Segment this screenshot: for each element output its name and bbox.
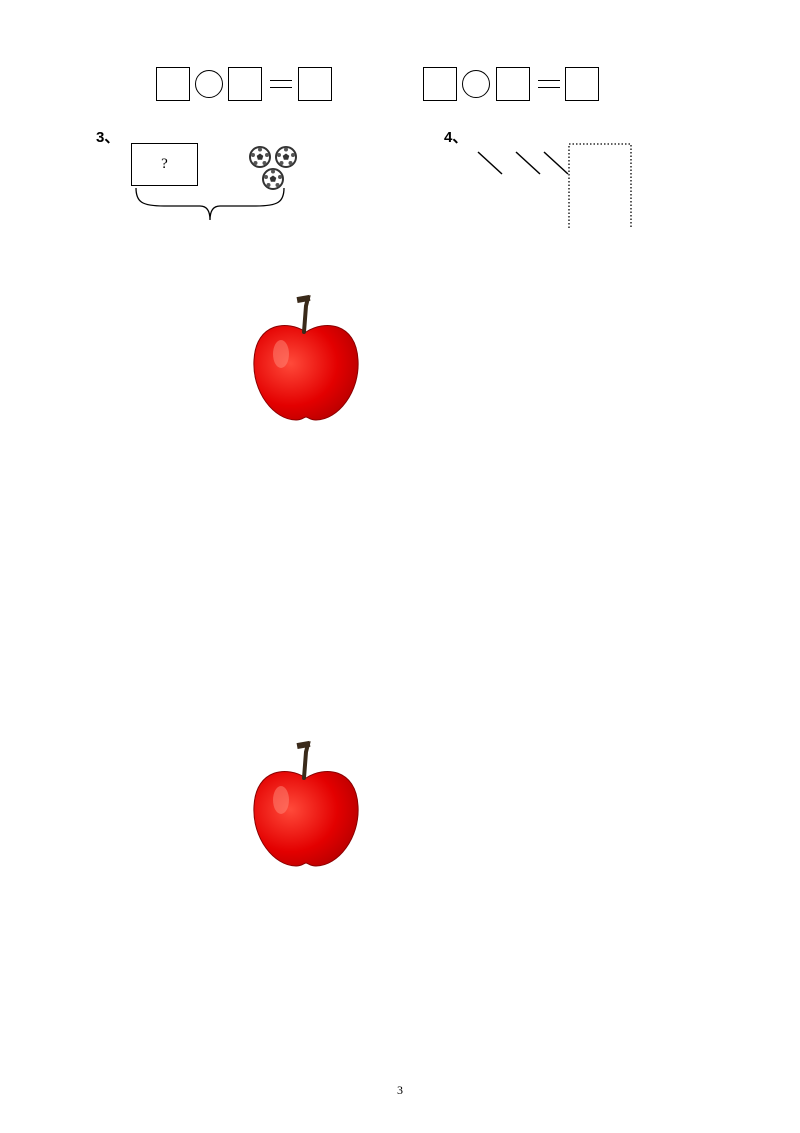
- answer-box-4[interactable]: [423, 67, 457, 101]
- question-mark: ?: [161, 156, 168, 172]
- stick-icon: [543, 151, 569, 175]
- operator-circle-2[interactable]: [462, 70, 490, 98]
- question-4-number: 4、: [444, 129, 468, 146]
- brace-icon: [135, 187, 285, 221]
- equals-sign-1: [270, 80, 292, 88]
- answer-box-5[interactable]: [496, 67, 530, 101]
- apple-icon: [253, 294, 359, 421]
- equals-sign-2: [538, 80, 560, 88]
- soccer-ball-icon: [275, 146, 297, 168]
- question-3-number: 3、: [96, 129, 120, 146]
- soccer-ball-icon: [249, 146, 271, 168]
- answer-box-2[interactable]: [228, 67, 262, 101]
- answer-box-1[interactable]: [156, 67, 190, 101]
- sticks-and-frame: [477, 143, 632, 228]
- answer-box-3[interactable]: [298, 67, 332, 101]
- page-number: 3: [397, 1083, 403, 1097]
- operator-circle-1[interactable]: [195, 70, 223, 98]
- apple-icon: [253, 740, 359, 867]
- unknown-box: ?: [131, 143, 198, 186]
- answer-box-6[interactable]: [565, 67, 599, 101]
- stick-icon: [477, 151, 503, 175]
- stick-icon: [515, 151, 541, 175]
